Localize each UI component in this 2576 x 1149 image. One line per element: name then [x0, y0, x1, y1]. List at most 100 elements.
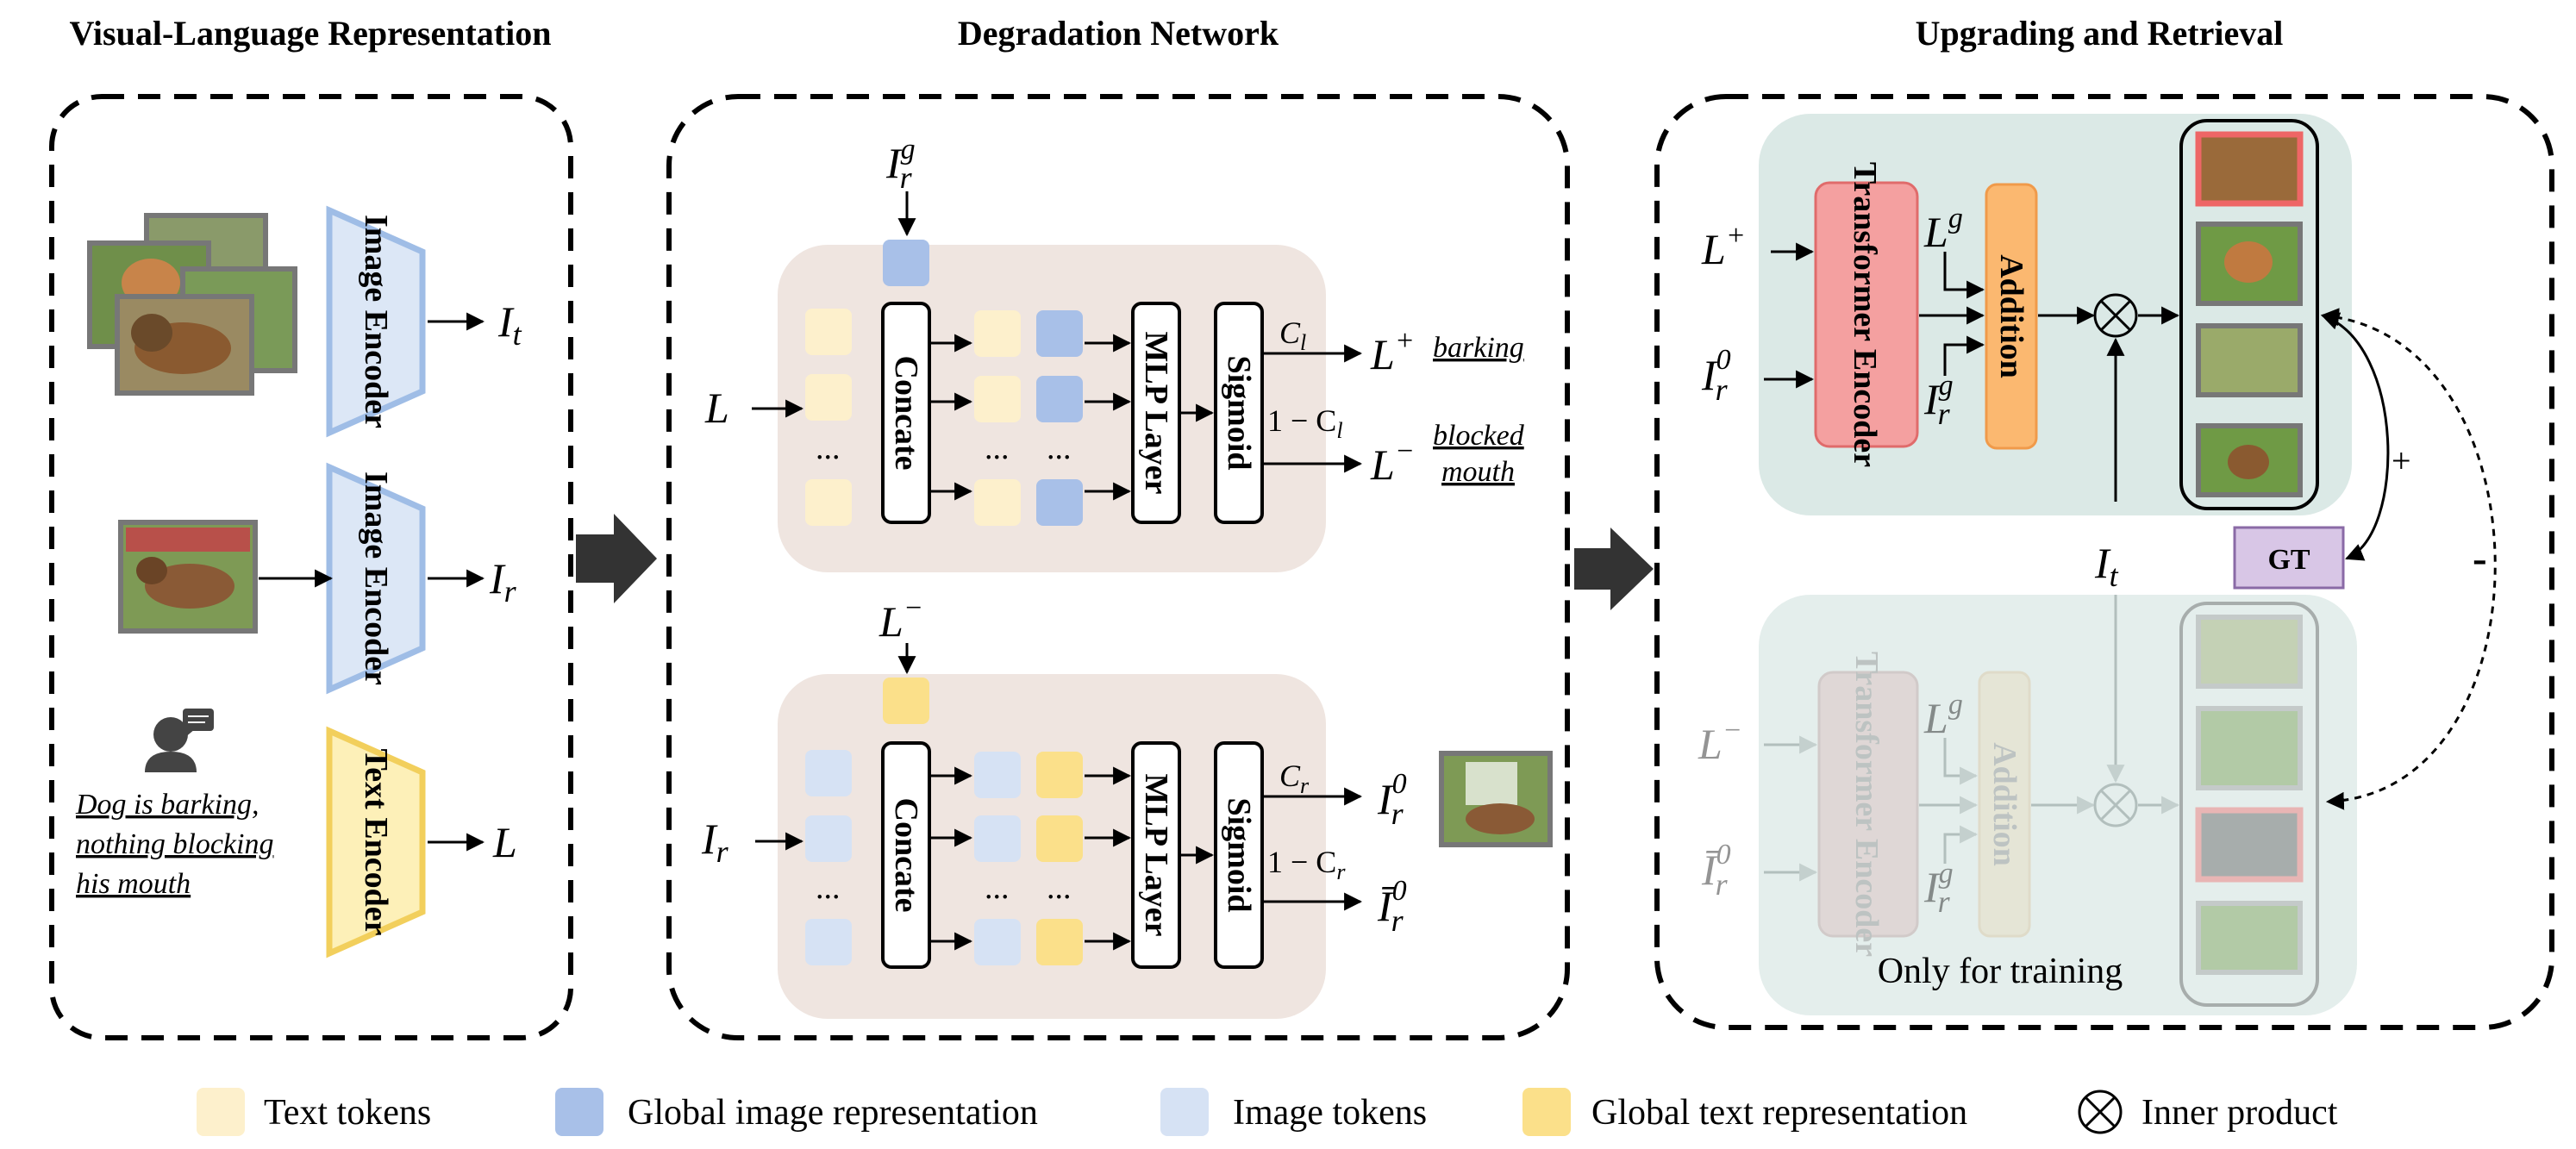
title-middle: Degradation Network: [958, 14, 1279, 53]
top-right-input-lplus: L+: [1701, 220, 1746, 273]
top-coef-pos: Cl: [1279, 315, 1306, 355]
plus-sign: +: [2392, 441, 2411, 480]
legend-swatch-text-tokens: [197, 1088, 245, 1136]
top-input-l: L: [704, 384, 729, 432]
image-encoder-top-label: Image Encoder: [358, 215, 394, 428]
bottom-concate-label: Concate: [888, 798, 924, 913]
top-coef-neg: 1 − Cl: [1267, 403, 1343, 443]
only-training-label: Only for training: [1878, 952, 2123, 991]
bottom-extra-input: L−: [878, 592, 923, 646]
speaker-icon: [145, 709, 214, 772]
top-sigmoid-box: [1214, 302, 1264, 524]
top-global-token: [883, 240, 929, 286]
caption-line-1: Dog is barking,: [75, 789, 259, 821]
panel-arrow-1: [576, 514, 657, 603]
bottom-dots-3: ...: [1047, 870, 1072, 906]
transformer-encoder-bottom: [1817, 671, 1919, 938]
panel-left-frame: [49, 94, 573, 1040]
bottom-lg-label: Lg: [1923, 689, 1963, 742]
caption-line-2: nothing blocking: [76, 828, 273, 860]
bottom-mlp-label: MLP Layer: [1138, 774, 1174, 937]
bottom-sigmoid-label: Sigmoid: [1221, 797, 1257, 912]
bottom-dots-2: ...: [985, 870, 1010, 906]
bottom-input-ir: Ir: [701, 815, 729, 869]
bottom-concat-tokens: [974, 752, 1083, 965]
inner-product-bottom: [2093, 783, 2138, 827]
legend-label-global-text: Global text representation: [1591, 1093, 1967, 1133]
top-sigmoid-label: Sigmoid: [1221, 355, 1257, 470]
top-dots-3: ...: [1047, 430, 1072, 466]
top-out-neg: L−: [1370, 435, 1415, 489]
bottom-right-input-lminus: L−: [1698, 715, 1742, 768]
image-encoder-top: [326, 205, 426, 438]
bottom-sigmoid-box: [1214, 741, 1264, 969]
gt-link-plus: [2321, 312, 2390, 561]
panel-arrow-2: [1574, 528, 1654, 610]
text-encoder: [326, 726, 426, 959]
text-encoder-label: Text Encoder: [358, 748, 394, 935]
top-concate-box: [881, 302, 931, 524]
degraded-dog-photo: [1439, 751, 1553, 847]
label-it: It: [2094, 539, 2119, 593]
top-mlp-label: MLP Layer: [1138, 332, 1174, 495]
legend-swatch-global-image: [555, 1088, 603, 1136]
image-encoder-mid-label: Image Encoder: [358, 471, 394, 685]
panel-right-frame: [1654, 94, 2554, 1030]
legend: Text tokens Global image representation …: [197, 1088, 2338, 1136]
top-dots-2: ...: [985, 430, 1010, 466]
contrast-link-minus: [2320, 308, 2497, 810]
top-out-neg-note-1: blocked: [1433, 420, 1525, 452]
dog-photo-query: [118, 520, 258, 634]
title-right: Upgrading and Retrieval: [1916, 14, 2284, 53]
retrieved-list-top: [2179, 119, 2319, 510]
retrieval-block-bottom: [1759, 595, 2357, 1015]
transformer-encoder-top-label: Transformer Encoder: [1847, 162, 1883, 467]
legend-swatch-global-text: [1522, 1088, 1571, 1136]
top-concat-tokens: [974, 310, 1083, 526]
bottom-global-token: [883, 678, 929, 724]
legend-label-inner-product: Inner product: [2141, 1093, 2338, 1133]
inner-product-top: [2093, 293, 2138, 338]
transformer-encoder-top: [1814, 181, 1919, 448]
top-concate-label: Concate: [888, 356, 924, 471]
image-encoder-mid: [326, 462, 426, 695]
bottom-dots-1: ...: [816, 870, 841, 906]
dog-photo-stack: [87, 213, 297, 396]
addition-bottom: [1978, 671, 2031, 938]
top-input-tokens: [805, 309, 852, 526]
title-left: Visual-Language Representation: [70, 14, 552, 53]
legend-label-image-tokens: Image tokens: [1233, 1093, 1427, 1133]
gt-label: GT: [2267, 544, 2310, 576]
legend-label-global-image: Global image representation: [628, 1093, 1038, 1133]
bottom-coef-neg: 1 − Cr: [1267, 845, 1346, 884]
top-dots-1: ...: [816, 430, 841, 466]
inner-product-icon: [2078, 1090, 2123, 1134]
addition-top: [1985, 183, 2038, 450]
retrieved-list-bottom: [2179, 602, 2319, 1007]
legend-label-text-tokens: Text tokens: [264, 1093, 431, 1133]
output-ir: Ir: [489, 554, 517, 609]
output-it: It: [497, 297, 522, 352]
minus-sign: -: [2473, 534, 2487, 582]
transformer-encoder-bottom-label: Transformer Encoder: [1848, 652, 1885, 957]
addition-top-label: Addition: [1993, 254, 2029, 378]
top-mlp-box: [1131, 302, 1181, 524]
panel-middle-frame: [666, 94, 1570, 1040]
legend-swatch-image-tokens: [1160, 1088, 1209, 1136]
bottom-mlp-box: [1131, 741, 1181, 969]
top-out-pos: L+: [1370, 325, 1415, 378]
retrieved-photos-top: [2195, 131, 2304, 497]
bottom-input-tokens: [805, 750, 852, 965]
bottom-concate-box: [881, 741, 931, 969]
addition-bottom-label: Addition: [1986, 742, 2023, 866]
top-out-pos-note: barking: [1433, 332, 1524, 364]
